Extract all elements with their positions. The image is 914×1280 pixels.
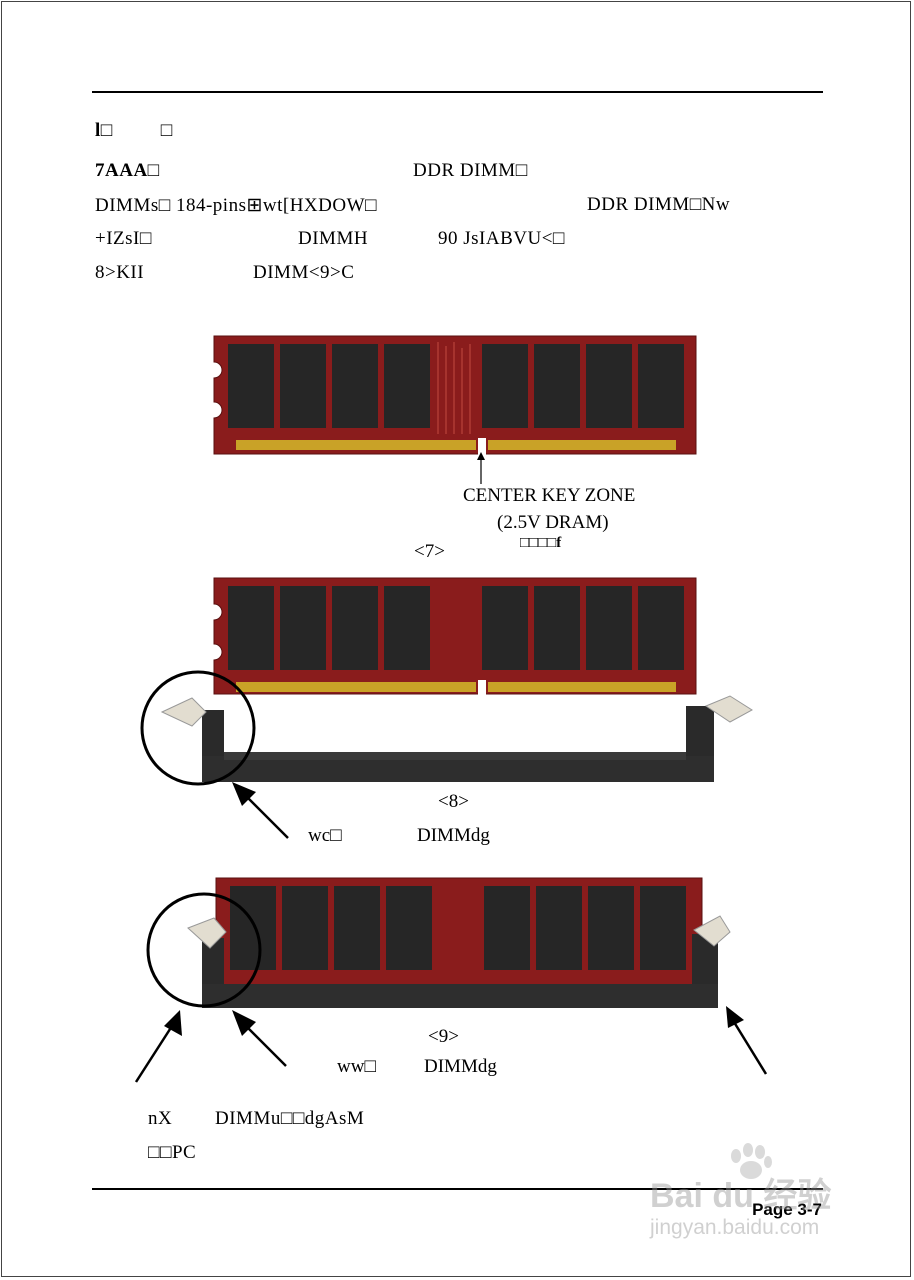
key-zone-voltage-label: (2.5V DRAM) — [497, 512, 609, 533]
top-rule — [92, 91, 823, 93]
latch-highlight-circle — [140, 670, 256, 786]
center-key-notch — [478, 438, 486, 456]
paragraph-line-3-mid: DIMMH — [298, 228, 369, 249]
key-zone-label: CENTER KEY ZONE — [463, 485, 636, 506]
paragraph-line-1: 7AAA□ — [95, 160, 160, 181]
figure-8-caption-end: DIMMdg — [417, 825, 490, 846]
latch-pointer-arrow-right — [726, 1006, 768, 1075]
key-zone-arrow — [477, 452, 485, 484]
figure-8-caption-start: wc□ — [308, 825, 342, 846]
figure-9-caption-start: ww□ — [337, 1056, 376, 1077]
paragraph-line-2-end: DDR DIMM□Nw — [587, 194, 731, 215]
slot-latch-right-closed — [693, 915, 731, 947]
figure-8-number: <8> — [438, 791, 469, 812]
dimm-inserted-slot-figure — [134, 877, 768, 1083]
dimm-above-open-slot-figure — [140, 577, 753, 839]
pcb-traces — [437, 342, 471, 434]
latch-pointer-arrow-left — [134, 1010, 182, 1083]
latch-pointer-arrow-middle — [232, 1010, 287, 1067]
baidu-watermark-brand: Bai du 经验 — [650, 1177, 832, 1215]
dimm-module-3 — [215, 877, 703, 989]
dimm-slot-open — [202, 706, 714, 782]
gold-contacts — [236, 440, 676, 450]
section-heading: l□□ — [95, 120, 173, 141]
slot-latch-left-open — [160, 697, 207, 727]
slot-latch-right-open — [704, 695, 753, 723]
baidu-watermark-url: jingyan.baidu.com — [650, 1216, 820, 1239]
note-line-2: □□PC — [148, 1142, 197, 1163]
note-line-1-start: nX — [148, 1108, 173, 1129]
latch-highlight-circle-2 — [146, 892, 262, 1008]
figure-9-caption-end: DIMMdg — [424, 1056, 497, 1077]
figure-7-number: <7> — [414, 541, 445, 562]
figure-7-caption: □□□□f — [520, 535, 562, 551]
paragraph-line-2: DIMMs□ 184-pins⊞wt[HXDOW□ — [95, 195, 377, 216]
dimm-slot-closed — [202, 934, 718, 1008]
slot-latch-left-closed — [187, 917, 227, 949]
note-line-1-end: DIMMu□□dgAsM — [215, 1108, 365, 1129]
memory-chips — [228, 344, 684, 428]
figure-9-number: <9> — [428, 1026, 459, 1047]
dimm-module-2 — [213, 577, 697, 696]
paragraph-line-4: 8>KII — [95, 262, 145, 283]
page-number: Page 3-7 — [752, 1200, 822, 1219]
paragraph-line-4-end: DIMM<9>C — [253, 262, 355, 283]
paragraph-line-1-end: DDR DIMM□ — [413, 160, 528, 181]
bottom-rule — [92, 1188, 823, 1190]
ddr-dimm-module-figure — [213, 335, 697, 456]
latch-pointer-arrow — [232, 782, 289, 839]
paragraph-line-3-end: 90 JsIABVU<□ — [438, 228, 565, 249]
paragraph-line-3: +IZsI□ — [95, 228, 152, 249]
baidu-paw-icon — [731, 1143, 772, 1179]
